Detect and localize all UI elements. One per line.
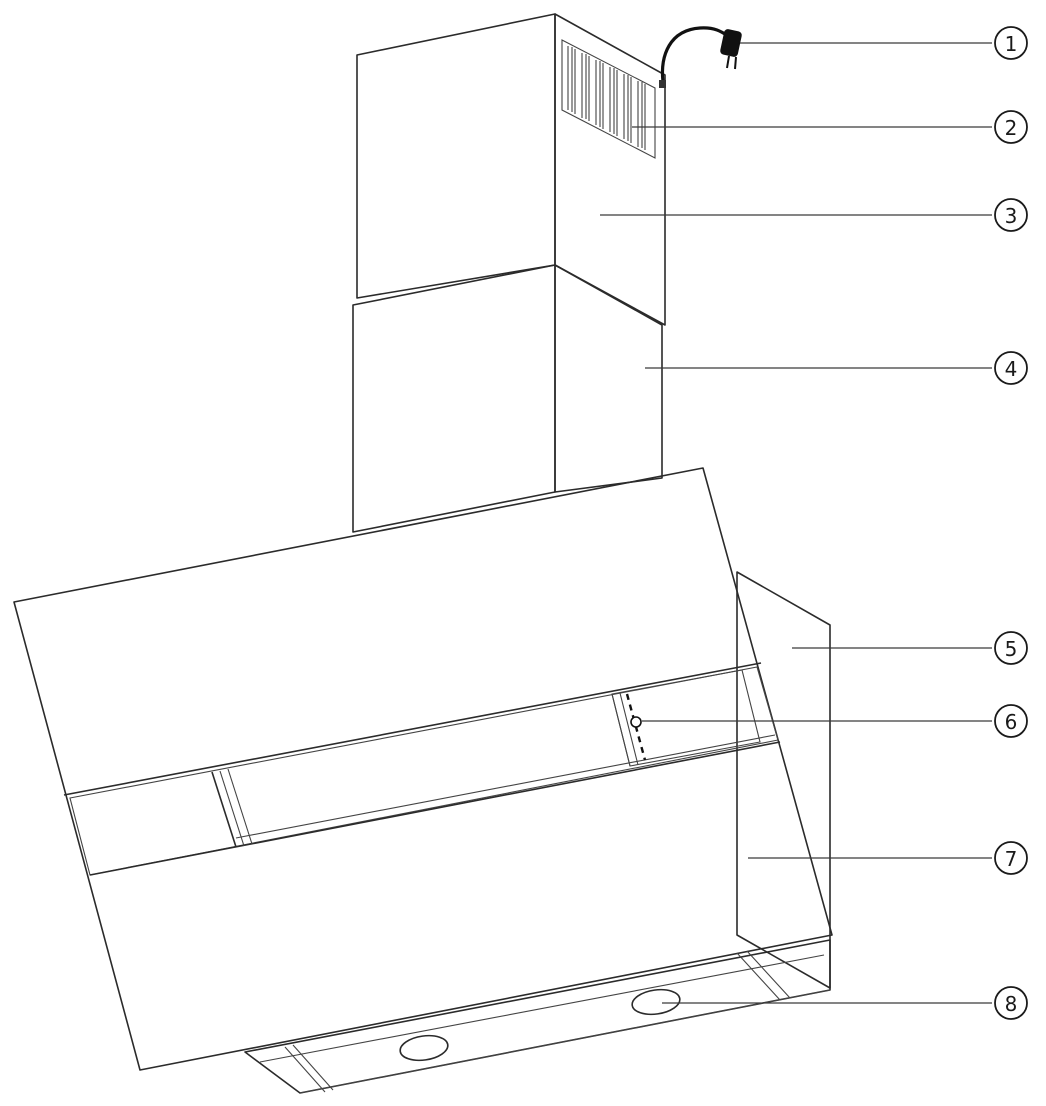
callout-4-label: 4 <box>1005 357 1018 381</box>
lower-chimney-cover <box>352 264 663 533</box>
callout-4: 4 <box>994 351 1028 385</box>
ventilation-grille <box>561 39 656 159</box>
callout-8: 8 <box>994 986 1028 1020</box>
bottom-tray <box>244 939 831 1094</box>
callout-1-label: 1 <box>1005 32 1018 56</box>
side-panel <box>736 571 831 989</box>
callout-6-label: 6 <box>1005 710 1018 734</box>
glass-canopy <box>13 467 833 1071</box>
callout-3: 3 <box>994 198 1028 232</box>
callout-8-label: 8 <box>1005 992 1018 1016</box>
callout-2-label: 2 <box>1005 116 1018 140</box>
callout-5-label: 5 <box>1005 637 1018 661</box>
control-buttons <box>625 693 647 761</box>
callout-1: 1 <box>994 26 1028 60</box>
callout-5: 5 <box>994 631 1028 665</box>
callout-7: 7 <box>994 841 1028 875</box>
callout-7-label: 7 <box>1005 847 1018 871</box>
power-plug <box>659 26 742 88</box>
lamps <box>399 988 681 1062</box>
callout-3-label: 3 <box>1005 204 1018 228</box>
upper-chimney-cover <box>356 13 666 326</box>
leader-lines <box>600 42 992 1004</box>
callout-2: 2 <box>994 110 1028 144</box>
callout-6: 6 <box>994 704 1028 738</box>
